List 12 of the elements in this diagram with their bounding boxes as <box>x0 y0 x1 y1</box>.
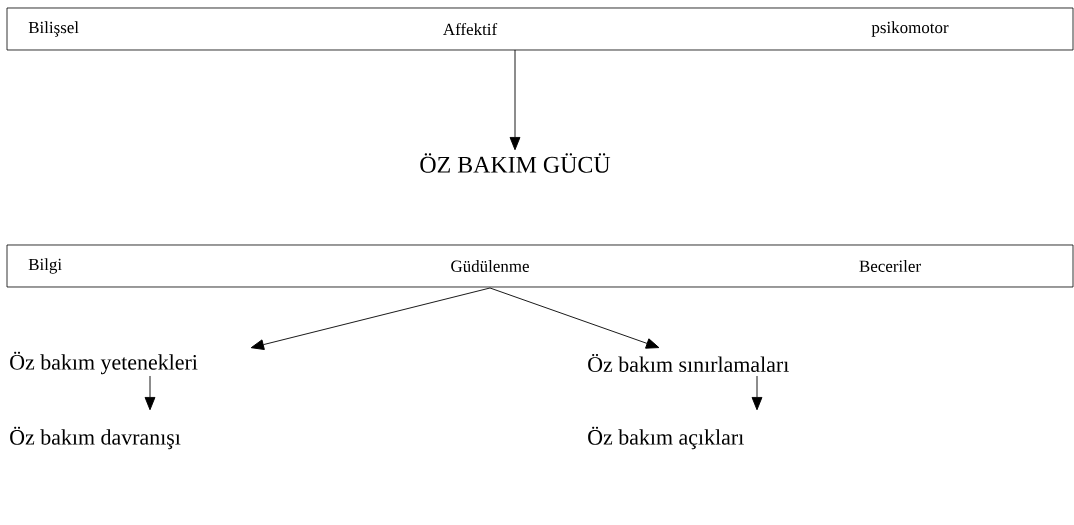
arrow <box>751 375 763 411</box>
arrow <box>489 287 660 349</box>
arrow <box>250 287 491 350</box>
concept-label: Öz bakım yetenekleri <box>10 351 198 375</box>
arrow <box>144 375 156 411</box>
category-box: Bilgi Güdülenme Beceriler <box>6 244 1074 288</box>
concept-label: Öz bakım sınırlamaları <box>588 354 789 372</box>
concept-label: Öz bakım davranışı <box>10 426 181 450</box>
arrow <box>509 49 521 151</box>
category-box: Bilişsel Affektif psikomotor <box>6 7 1074 51</box>
concept-label: Öz bakım açıkları <box>588 426 744 450</box>
heading: ÖZ BAKIM GÜCÜ <box>420 153 611 173</box>
